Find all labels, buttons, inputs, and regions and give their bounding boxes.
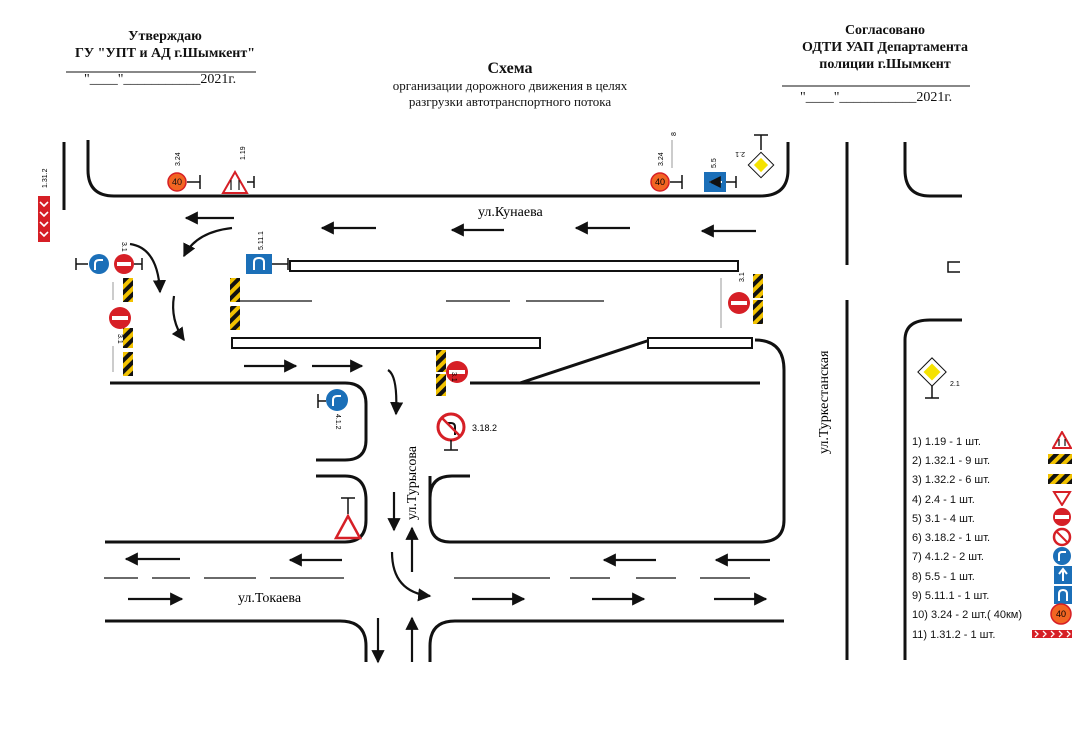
give-way-icon: [1052, 490, 1072, 509]
legend-item-label: 3) 1.32.2 - 6 шт.: [912, 474, 991, 487]
code-3-24-left: 3.24: [175, 152, 182, 166]
give-way-sign: [333, 497, 363, 540]
legend-item: 10) 3.24 - 2 шт.( 40км) 40: [912, 603, 1072, 628]
chevron-board-sign: 1.31.2: [38, 168, 50, 242]
legend-item: 5) 3.1 - 4 шт.: [912, 507, 1072, 530]
no-entry-sign-left: 3.1: [109, 307, 131, 344]
agreed-org-line1: ОДТИ УАП Департамента: [802, 40, 968, 55]
speed-limit-sign-left: 40 3.24: [167, 152, 201, 192]
legend-item-label: 1) 1.19 - 1 шт.: [912, 435, 981, 448]
legend: 1) 1.19 - 1 шт. 2) 1.32.1 - 9 шт. 3) 1.32.…: [912, 430, 1073, 644]
legend-item-label: 4) 2.4 - 1 шт.: [912, 493, 975, 506]
u-turn-lane-sign: 5.11.1: [246, 231, 289, 274]
turn-right-icon: [1052, 546, 1072, 569]
legend-item: 1) 1.19 - 1 шт.: [912, 430, 1073, 452]
scheme-title: Схема: [487, 60, 533, 77]
code-3-1-d: 3.1: [450, 372, 457, 382]
lane-markings: [104, 300, 750, 579]
code-8: 8: [671, 132, 678, 136]
legend-item: 4) 2.4 - 1 шт.: [912, 490, 1072, 509]
median-lower-right: [647, 337, 753, 349]
median-lower-left: [231, 337, 541, 349]
speed-limit-icon: 40: [1050, 603, 1072, 628]
legend-item-label: 5) 3.1 - 4 шт.: [912, 512, 975, 525]
code-3-18-2: 3.18.2: [472, 423, 497, 433]
scheme-subtitle-2: разгрузки автотранспортного потока: [408, 94, 612, 109]
street-label-kunaeva: ул.Кунаева: [478, 205, 544, 220]
speed-value-right: 40: [655, 177, 665, 187]
speed-limit-sign-right: 40 3.24 8: [650, 132, 683, 192]
no-entry-sign-right: 3.1: [728, 272, 750, 314]
approve-title: Утверждаю: [128, 29, 202, 44]
legend-item: 11) 1.31.2 - 1 шт.: [912, 625, 1072, 644]
legend-item-label: 6) 3.18.2 - 1 шт.: [912, 532, 991, 545]
agreed-org-line2: полиции г.Шымкент: [819, 57, 951, 72]
legend-item: 6) 3.18.2 - 1 шт.: [912, 527, 1072, 550]
hazard-stripes-icon: [1048, 473, 1072, 487]
agreed-title: Согласовано: [844, 23, 926, 38]
priority-road-sign-right: 2.1: [917, 357, 960, 399]
street-label-turkestanskaya: ул.Туркестанская: [817, 350, 832, 454]
two-way-traffic-sign: 1.19: [221, 146, 255, 194]
legend-item-label: 8) 5.5 - 1 шт.: [912, 570, 975, 583]
code-1-31-2: 1.31.2: [42, 168, 49, 188]
scheme-subtitle-1: организации дорожного движения в целях: [392, 78, 628, 93]
code-5-11-1: 5.11.1: [258, 231, 265, 250]
svg-text:40: 40: [1056, 609, 1066, 619]
two-way-traffic-warning-icon: [1051, 430, 1073, 452]
code-3-1-a: 3.1: [120, 242, 127, 252]
hazard-stripe-boards: [112, 274, 763, 396]
one-way-road-sign: 5.5: [704, 158, 737, 192]
code-2-1-right: 2.1: [950, 381, 960, 388]
legend-item-label: 11) 1.31.2 - 1 шт.: [912, 628, 996, 641]
code-1-19: 1.19: [240, 146, 247, 160]
approval-block: Утверждаю ГУ "УПТ и АД г.Шымкент": [40, 28, 290, 62]
turn-right-sign: 4.1.2: [317, 389, 348, 430]
legend-item: 2) 1.32.1 - 9 шт.: [912, 451, 1072, 470]
approve-org: ГУ "УПТ и АД г.Шымкент": [74, 46, 256, 61]
code-3-1-b: 3.1: [116, 334, 123, 344]
scheme-title-block: Схема организации дорожного движения в ц…: [330, 60, 690, 110]
code-3-1-c: 3.1: [739, 272, 746, 282]
left-sign-group: 3.1: [75, 242, 143, 274]
legend-item: 3) 1.32.2 - 6 шт.: [912, 471, 1072, 490]
one-way-road-icon: [1054, 566, 1072, 587]
legend-item-label: 7) 4.1.2 - 2 шт.: [912, 551, 984, 564]
u-turn-lane-icon: [1054, 585, 1072, 607]
agreed-date: "____"___________2021г.: [800, 90, 953, 105]
code-4-1-2: 4.1.2: [334, 414, 341, 430]
approve-date: "____"___________2021г.: [84, 72, 237, 87]
code-5-5: 5.5: [711, 158, 718, 168]
code-3-24-right: 3.24: [658, 152, 665, 166]
street-label-tursyusova: ул.Турысова: [405, 445, 420, 520]
no-left-turn-sign: 3.18.2: [436, 412, 497, 451]
legend-item-label: 2) 1.32.1 - 9 шт.: [912, 454, 991, 467]
street-label-tokaeva: ул.Токаева: [238, 591, 302, 606]
median-kunaeva: [289, 260, 739, 272]
traffic-arrows: [124, 211, 770, 664]
no-entry-icon: [1052, 507, 1072, 530]
chevron-board-icon: [1032, 629, 1072, 641]
legend-item-label: 10) 3.24 - 2 шт.( 40км): [912, 609, 1023, 622]
legend-item-label: 9) 5.11.1 - 1 шт.: [912, 590, 990, 603]
no-entry-sign-center: 3.1: [446, 361, 468, 383]
no-left-turn-icon: [1052, 527, 1072, 550]
speed-value-left: 40: [172, 177, 182, 187]
priority-road-sign-top: 2.1: [735, 134, 775, 179]
code-2-1-top: 2.1: [735, 150, 745, 157]
hazard-stripes-icon: [1048, 454, 1072, 467]
legend-item: 8) 5.5 - 1 шт.: [912, 566, 1072, 587]
legend-item: 7) 4.1.2 - 2 шт.: [912, 546, 1072, 569]
legend-item: 9) 5.11.1 - 1 шт.: [912, 585, 1072, 607]
road-edges: [62, 140, 962, 662]
agreement-block: Согласовано ОДТИ УАП Департамента полици…: [770, 22, 1000, 73]
